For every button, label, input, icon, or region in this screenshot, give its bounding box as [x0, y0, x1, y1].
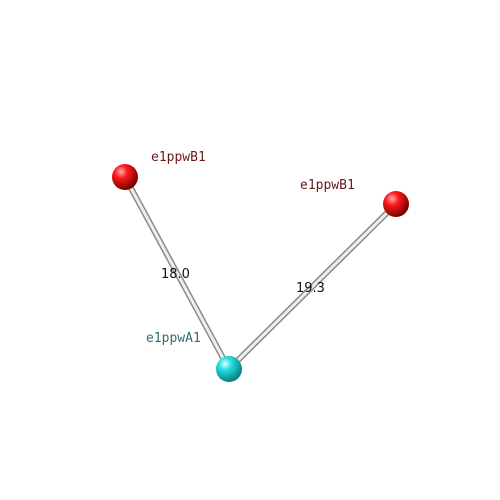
edge-n2-n3-highlight — [227, 202, 398, 371]
edge-layer — [122, 174, 399, 372]
node-sphere-n2 — [383, 191, 409, 217]
node-label-n2: e1ppwB1 — [300, 178, 355, 193]
node-sphere-n3 — [216, 356, 242, 382]
edge-n1-n3-highlight — [123, 175, 231, 371]
edge-label-n2-n3: 19.3 — [296, 281, 325, 296]
node-label-n1: e1ppwB1 — [151, 150, 206, 165]
node-label-n3: e1ppwA1 — [146, 331, 201, 346]
node-sphere-n1 — [112, 164, 138, 190]
edge-label-n1-n3: 18.0 — [161, 267, 190, 282]
